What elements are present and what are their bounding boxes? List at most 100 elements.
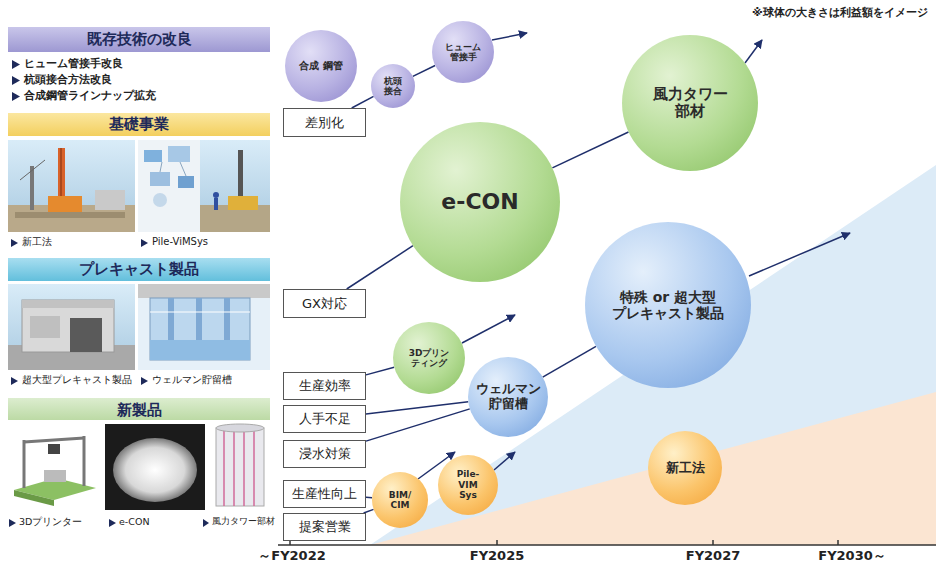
printer-image — [8, 424, 100, 510]
tower-image-part — [233, 428, 235, 506]
printer-image-part — [8, 424, 100, 510]
tower-image-part — [216, 428, 264, 506]
precast-photo-part — [8, 284, 135, 370]
trend-connector — [366, 409, 470, 441]
trend-connector — [352, 96, 374, 108]
trend-connector — [543, 346, 596, 377]
driver-box: 生産効率 — [283, 372, 366, 400]
list-item: ヒューム管接手改良 — [24, 57, 123, 70]
time-axis — [278, 540, 936, 545]
monitoring-photo-part — [160, 162, 162, 172]
monitoring-photo-part — [150, 172, 170, 186]
profit-bubble: 特殊 or 超大型 プレキャスト製品 — [585, 222, 751, 388]
precast-photo-part — [22, 300, 114, 352]
band-title: 既存技術の改良 — [87, 30, 192, 49]
bullet-marks-part — [9, 519, 16, 527]
profit-bubble: e-CON — [400, 122, 560, 282]
photo-caption: ウェルマン貯留槽 — [152, 374, 232, 386]
driver-box: 差別化 — [283, 108, 366, 137]
category-bands-part — [8, 398, 270, 420]
pile-driving-photo-part — [30, 166, 34, 210]
band-title: プレキャスト製品 — [79, 260, 199, 279]
bubble-label: e-CON — [420, 189, 540, 214]
note: ※球体の大きさは利益額をイメージ — [752, 6, 928, 19]
axis-label: FY2027 — [686, 548, 740, 564]
powder-image — [105, 424, 205, 510]
tower-image-part — [243, 428, 245, 506]
tower-image — [210, 424, 270, 510]
bubble-label: ヒューム 管接手 — [440, 42, 486, 63]
bullet-marks-part — [12, 76, 20, 85]
monitoring-photo-part — [200, 140, 270, 232]
printer-image-part — [14, 490, 54, 506]
bullet-marks-part — [109, 519, 116, 527]
bullet-marks-part — [141, 239, 148, 247]
bullet-marks-part — [12, 92, 20, 101]
box-label: GX対応 — [302, 295, 347, 313]
tank-diagram-part — [150, 340, 250, 360]
profit-bubble: 3Dプリン ティング — [393, 322, 465, 394]
box-label: 人手不足 — [299, 410, 351, 428]
printer-image-part — [44, 470, 66, 482]
band-title: 基礎事業 — [109, 115, 169, 134]
bubble-label: BIM/ CIM — [383, 490, 417, 511]
trend-arrows-part — [492, 33, 527, 40]
monitoring-photo-part — [180, 162, 186, 176]
box-label: 差別化 — [305, 114, 344, 132]
monitoring-photo-part — [178, 176, 194, 188]
monitoring-photo-part — [214, 198, 218, 210]
powder-image-part — [105, 424, 205, 510]
photo-caption: e-CON — [119, 516, 150, 527]
bubble-label: 特殊 or 超大型 プレキャスト製品 — [603, 289, 733, 321]
tank-diagram-part — [138, 284, 270, 298]
photo-caption: 3Dプリンター — [19, 516, 82, 527]
tank-diagram-part — [150, 312, 250, 313]
photo-caption: Pile-ViMSys — [152, 236, 208, 248]
axis-label: FY2030～ — [818, 548, 885, 564]
tower-image-part — [253, 428, 255, 506]
pile-driving-photo-part — [20, 160, 45, 180]
pile-driving-photo-part — [95, 190, 125, 210]
box-label: 提案営業 — [299, 518, 351, 536]
printer-image-part — [48, 444, 60, 454]
box-label: 生産性向上 — [292, 485, 357, 503]
profit-bubble: 風力タワー 部材 — [622, 35, 758, 171]
driver-box: 人手不足 — [283, 405, 366, 433]
monitoring-photo-part — [138, 140, 270, 232]
category-bands-part — [8, 27, 270, 52]
profit-bubble: 杭頭 接合 — [371, 64, 415, 108]
monitoring-photo-part — [168, 146, 190, 162]
powder-image-part — [113, 438, 197, 502]
category-bands-part — [8, 258, 270, 281]
bullet-marks-part — [11, 377, 18, 385]
category-band: 基礎事業 — [8, 113, 270, 136]
tank-diagram — [138, 284, 270, 370]
axis-label: ～FY2022 — [258, 548, 325, 564]
pile-driving-photo-part — [8, 140, 135, 232]
trend-arrows-part — [745, 40, 762, 63]
monitoring-photo — [138, 140, 270, 232]
trend-connector — [413, 66, 435, 77]
tower-image-part — [210, 424, 270, 510]
bubble-label: 風力タワー 部材 — [640, 86, 740, 121]
tank-diagram-part — [150, 298, 250, 360]
trend-arrows-part — [494, 452, 515, 470]
precast-photo-part — [70, 318, 102, 352]
trend-connector — [366, 367, 394, 375]
monitoring-photo-part — [153, 193, 167, 207]
trend-connector — [347, 246, 413, 289]
category-band: 既存技術の改良 — [8, 27, 270, 52]
precast-photo-part — [22, 300, 114, 308]
profit-bubble: 合成 鋼管 — [285, 30, 357, 102]
pile-driving-photo-part — [15, 212, 125, 218]
monitoring-photo-part — [213, 192, 219, 198]
box-label: 生産効率 — [299, 377, 351, 395]
box-label: 浸水対策 — [299, 445, 351, 463]
profit-bubble: Pile- VIM Sys — [438, 455, 498, 515]
bubble-label: 3Dプリン ティング — [405, 348, 453, 369]
monitoring-photo-part — [144, 150, 162, 162]
precast-photo-part — [30, 316, 60, 338]
driver-box: 生産性向上 — [283, 480, 366, 508]
bullet-marks-part — [12, 60, 20, 69]
